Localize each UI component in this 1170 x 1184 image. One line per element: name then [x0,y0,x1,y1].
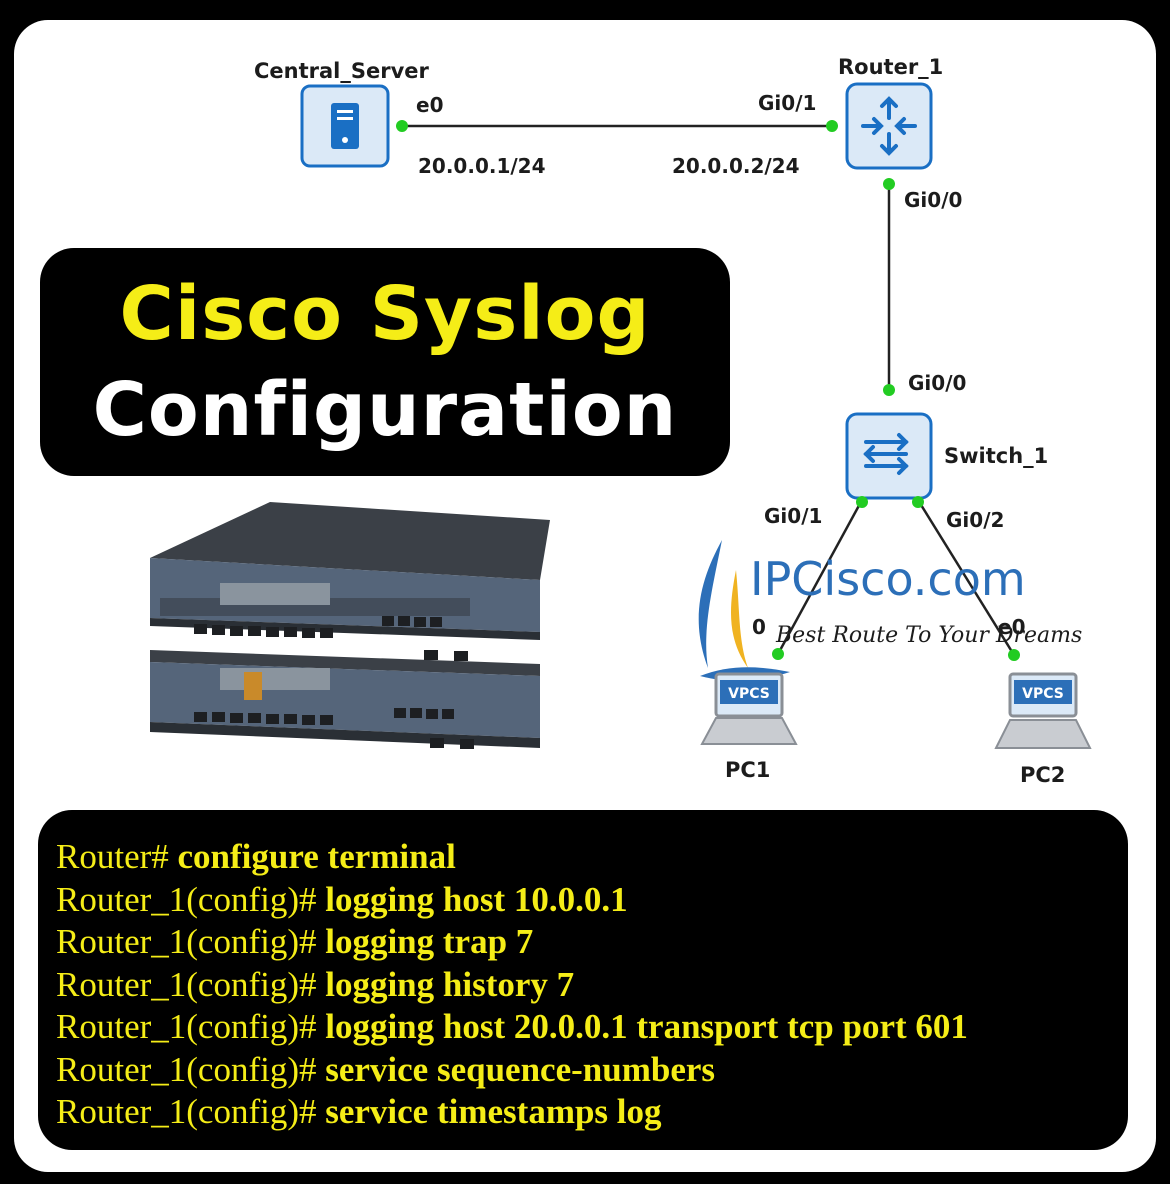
link-switch-pc2 [916,499,1016,656]
pc1-label: PC1 [725,758,770,782]
cli-command: configure terminal [177,837,456,876]
watermark-tagline: Best Route To Your Dreams [775,623,1082,648]
pc2-label: PC2 [1020,763,1065,787]
cli-prompt: Router_1(config)# [56,1007,317,1046]
switch-node [845,412,933,500]
title-line-2: Configuration [92,367,678,453]
server-ip-label: 20.0.0.1/24 [418,154,546,178]
command-line: Router_1(config)# logging host 20.0.0.1 … [56,1006,1128,1049]
title-banner: Cisco Syslog Configuration [40,248,730,476]
cli-command: logging host 10.0.0.1 [325,879,628,919]
pc1-badge: VPCS [728,686,770,702]
router-hardware-image [150,502,550,749]
pc1-node [700,672,798,745]
router-arrows-icon [861,96,917,156]
port-dot-server-e0 [396,120,408,132]
port-dot-router-gi01 [826,120,838,132]
cli-command: logging trap 7 [325,922,534,961]
cli-prompt: Router_1(config)# [56,879,317,919]
router-label: Router_1 [838,55,943,79]
pc1-port-label: 0 [752,615,766,639]
switch-port-gi02-label: Gi0/2 [946,508,1004,532]
command-block: Router# configure terminal Router_1(conf… [38,810,1128,1150]
command-line: Router_1(config)# logging host 10.0.0.1 [56,879,1128,922]
command-line: Router_1(config)# service timestamps log [56,1091,1128,1134]
port-dot-pc1 [772,648,784,660]
command-line: Router_1(config)# logging history 7 [56,964,1128,1007]
router-port-gi00-label: Gi0/0 [904,188,962,212]
cli-prompt: Router_1(config)# [56,922,317,961]
server-port-e0-label: e0 [416,93,443,117]
cli-prompt: Router_1(config)# [56,964,317,1004]
pc2-badge: VPCS [1022,686,1064,702]
router-ip-label: 20.0.0.2/24 [672,154,800,178]
cli-command: service sequence-numbers [325,1049,716,1089]
cli-prompt: Router_1(config)# [56,1049,317,1089]
router-icon [845,82,933,170]
pc1-keyboard-icon [700,717,798,745]
cli-command: service timestamps log [325,1092,662,1131]
port-dot-switch-gi02 [912,496,924,508]
switch-port-gi01-label: Gi0/1 [764,504,822,528]
port-dot-pc2 [1008,649,1020,661]
switch-label: Switch_1 [944,444,1048,468]
cli-prompt: Router_1(config)# [56,1092,317,1131]
central-server-node [300,84,390,168]
port-dot-switch-gi01 [856,496,868,508]
switch-arrows-icon [863,433,909,475]
pc2-keyboard-icon [994,719,1092,749]
pc2-node [994,672,1092,749]
sail-logo-icon [698,540,722,668]
router-node [845,82,933,170]
port-dot-router-gi00 [883,178,895,190]
cli-command: logging host 20.0.0.1 transport tcp port… [325,1007,968,1046]
switch-port-gi00-label: Gi0/0 [908,371,966,395]
command-line: Router# configure terminal [56,836,1128,879]
cli-prompt: Router# [56,837,169,876]
cli-command: logging history 7 [325,964,575,1004]
command-line: Router_1(config)# logging trap 7 [56,921,1128,964]
title-line-1: Cisco Syslog [119,271,651,357]
command-line: Router_1(config)# service sequence-numbe… [56,1049,1128,1092]
pc2-port-label: e0 [998,615,1025,639]
link-switch-pc1 [776,499,864,655]
port-dot-switch-gi00 [883,384,895,396]
watermark-brand: IPCisco.com [750,552,1026,606]
router-port-gi01-label: Gi0/1 [758,91,816,115]
server-tower-icon [331,103,359,149]
central-server-label: Central_Server [254,59,430,83]
